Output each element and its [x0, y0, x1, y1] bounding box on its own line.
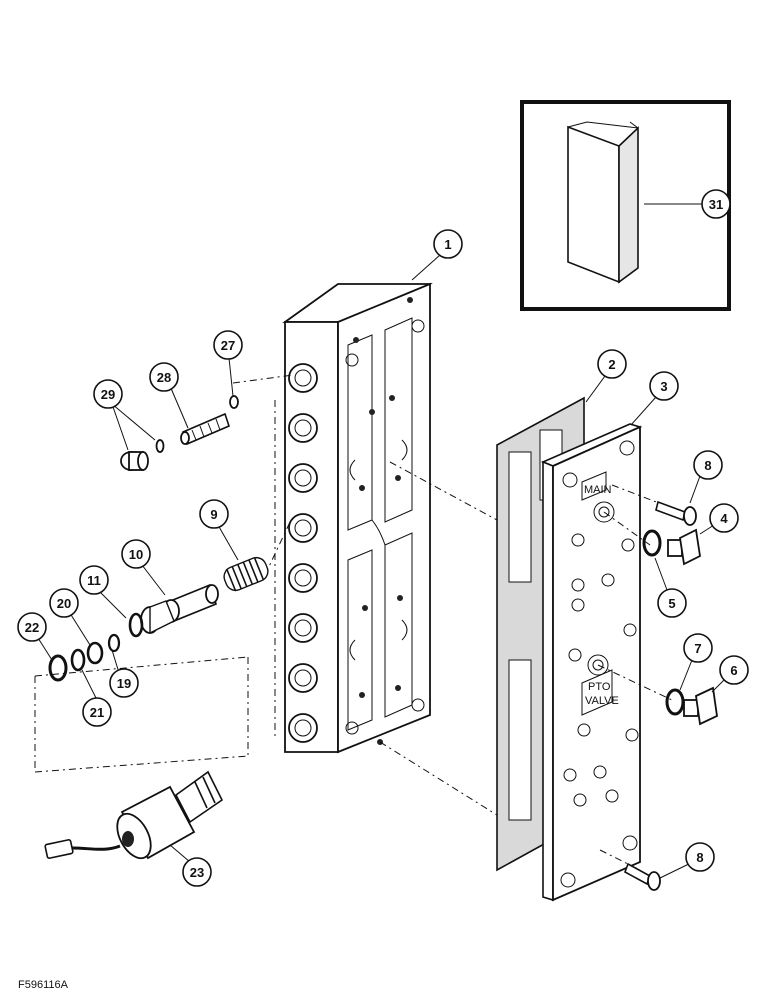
spool-drawing	[140, 583, 219, 635]
bolt-lower-drawing	[624, 862, 661, 891]
o-ring-lower-drawing	[665, 688, 685, 716]
o-rings-drawing	[48, 612, 144, 682]
callout-28: 28	[149, 362, 179, 392]
callouts: 1 2 3 4 5 6 7 8	[17, 189, 749, 887]
callout-6: 6	[719, 655, 749, 685]
svg-text:11: 11	[87, 573, 101, 588]
callout-20: 20	[49, 588, 79, 618]
plug-large-drawing	[667, 528, 701, 566]
main-label: MAIN	[584, 484, 612, 496]
callout-4: 4	[709, 503, 739, 533]
ring-27-drawing	[229, 395, 239, 409]
svg-text:22: 22	[25, 620, 39, 635]
svg-text:29: 29	[101, 387, 115, 402]
callout-7: 7	[683, 633, 713, 663]
svg-text:8: 8	[696, 850, 703, 865]
inset-box	[520, 100, 731, 311]
callout-3: 3	[649, 371, 679, 401]
callout-2: 2	[597, 349, 627, 379]
svg-text:19: 19	[117, 676, 131, 691]
svg-text:28: 28	[157, 370, 171, 385]
svg-text:9: 9	[210, 507, 217, 522]
svg-text:5: 5	[668, 596, 675, 611]
pto-label-box: PTO VALVE	[581, 669, 619, 716]
leader-lines	[37, 203, 725, 879]
spring-drawing	[223, 556, 269, 592]
callout-9: 9	[199, 499, 229, 529]
callout-31: 31	[701, 189, 731, 219]
figure-code: F596116A	[18, 979, 69, 991]
valve-label: VALVE	[585, 695, 619, 707]
callout-11: 11	[79, 565, 109, 595]
callout-1: 1	[433, 229, 463, 259]
callout-8-lower: 8	[685, 842, 715, 872]
svg-text:10: 10	[129, 547, 143, 562]
svg-text:3: 3	[660, 379, 667, 394]
plug-small-drawing	[120, 439, 165, 471]
port-bores	[288, 363, 318, 743]
svg-text:31: 31	[709, 197, 723, 212]
callout-29: 29	[93, 379, 123, 409]
plate-drawing: MAIN PTO VALVE	[540, 423, 643, 902]
bolt-upper-drawing	[655, 500, 697, 526]
plug-large-lower-drawing	[683, 686, 718, 726]
svg-text:20: 20	[57, 596, 71, 611]
callout-5: 5	[657, 588, 687, 618]
svg-text:2: 2	[608, 357, 615, 372]
o-ring-drawing	[642, 529, 662, 557]
screen-drawing	[180, 412, 230, 446]
callout-19: 19	[109, 668, 139, 698]
callout-23: 23	[182, 857, 212, 887]
svg-text:1: 1	[444, 237, 451, 252]
callout-22: 22	[17, 612, 47, 642]
svg-text:8: 8	[704, 458, 711, 473]
svg-text:23: 23	[190, 865, 204, 880]
svg-text:27: 27	[221, 338, 235, 353]
svg-text:4: 4	[720, 511, 728, 526]
svg-text:21: 21	[90, 705, 104, 720]
cover-bracket-icon	[567, 121, 639, 284]
main-label-box: MAIN	[581, 471, 612, 501]
svg-text:7: 7	[694, 641, 701, 656]
callout-8-upper: 8	[693, 450, 723, 480]
callout-21: 21	[82, 697, 112, 727]
solenoid-drawing	[44, 770, 224, 860]
svg-text:6: 6	[730, 663, 737, 678]
callout-27: 27	[213, 330, 243, 360]
valve-body-drawing	[282, 282, 433, 754]
callout-10: 10	[121, 539, 151, 569]
pto-label: PTO	[588, 681, 611, 693]
